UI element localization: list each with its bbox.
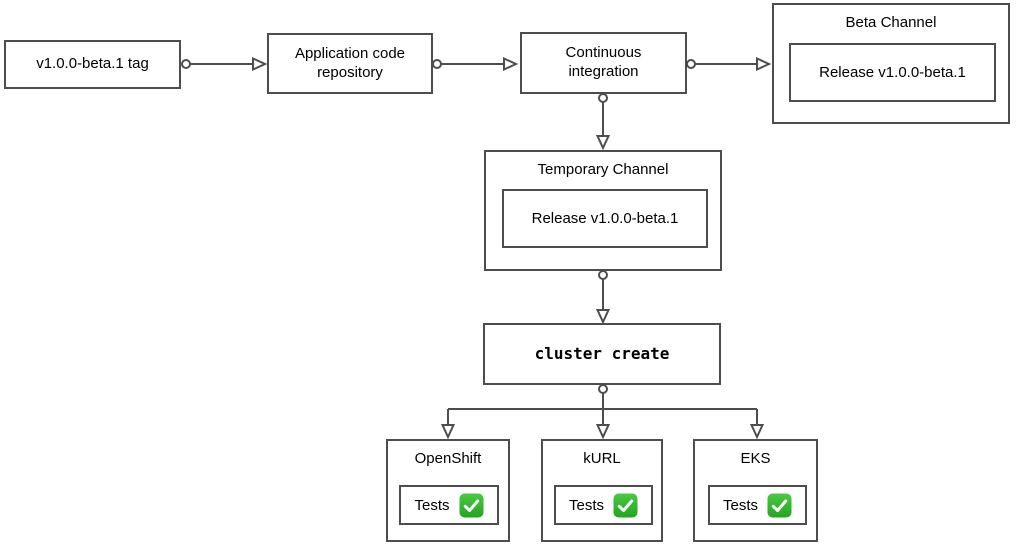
arrow-ci-to-temp-channel [595, 93, 611, 151]
kurl-title: kURL [583, 450, 621, 467]
eks-tests-box: Tests [708, 485, 807, 525]
openshift-title: OpenShift [414, 450, 482, 467]
node-cluster-create: cluster create [483, 323, 721, 385]
node-temporary-channel: Temporary Channel Release v1.0.0-beta.1 [484, 150, 722, 271]
temporary-channel-title: Temporary Channel [537, 161, 669, 178]
node-beta-channel: Beta Channel Release v1.0.0-beta.1 [772, 3, 1010, 124]
arrow-cluster-create-branch [440, 384, 765, 440]
openshift-tests-label: Tests [414, 496, 450, 514]
beta-release-label: Release v1.0.0-beta.1 [819, 64, 966, 81]
beta-channel-title: Beta Channel [845, 14, 937, 31]
eks-title: EKS [740, 450, 771, 467]
arrow-repo-to-ci [432, 56, 519, 72]
check-mark-icon [613, 492, 638, 518]
kurl-tests-box: Tests [554, 485, 653, 525]
arrow-ci-to-beta-channel [686, 56, 772, 72]
version-tag-label: v1.0.0-beta.1 tag [36, 55, 149, 73]
temporary-channel-release-box: Release v1.0.0-beta.1 [502, 189, 708, 248]
eks-tests-label: Tests [722, 496, 758, 514]
node-version-tag: v1.0.0-beta.1 tag [4, 40, 181, 89]
openshift-tests-box: Tests [399, 485, 499, 525]
node-application-code-repository: Application code repository [267, 33, 433, 94]
kurl-tests-label: Tests [568, 496, 604, 514]
node-openshift: OpenShift Tests [386, 439, 510, 542]
arrow-temp-channel-to-cluster-create [595, 270, 611, 325]
beta-channel-release-box: Release v1.0.0-beta.1 [789, 43, 996, 102]
check-mark-icon [458, 492, 484, 518]
ci-label: Continuous integration [565, 44, 642, 80]
temporary-release-label: Release v1.0.0-beta.1 [531, 210, 679, 227]
node-continuous-integration: Continuous integration [520, 32, 687, 94]
arrow-tag-to-repo [181, 56, 268, 72]
node-eks: EKS Tests [693, 439, 818, 542]
node-kurl: kURL Tests [541, 439, 663, 542]
repository-label: Application code repository [294, 44, 406, 81]
check-mark-icon [767, 492, 792, 518]
cluster-create-label: cluster create [534, 344, 670, 363]
